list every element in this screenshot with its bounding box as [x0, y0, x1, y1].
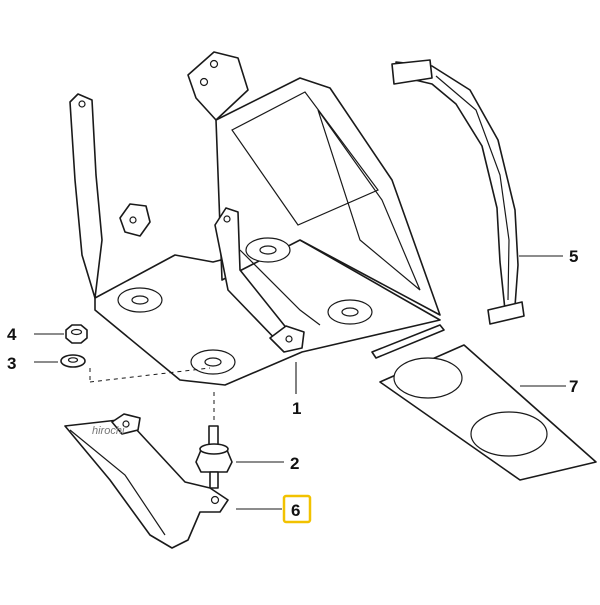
- rubber-mount: [195, 425, 233, 489]
- rubber-mat: [379, 344, 597, 481]
- callout-6[interactable]: 6: [291, 501, 300, 520]
- nut: [65, 324, 88, 344]
- callout-1[interactable]: 1: [292, 399, 301, 418]
- callout-5[interactable]: 5: [569, 247, 578, 266]
- callout-6-highlight-box: [282, 494, 312, 524]
- leader-lines: [34, 255, 566, 510]
- battery-strap: [391, 59, 525, 325]
- callout-3[interactable]: 3: [7, 354, 16, 373]
- battery-tray: [69, 51, 445, 386]
- callout-4[interactable]: 4: [7, 325, 17, 344]
- callout-2[interactable]: 2: [290, 454, 299, 473]
- watermark: hirochi: [92, 425, 125, 437]
- callout-7[interactable]: 7: [569, 377, 578, 396]
- washer: [60, 354, 86, 368]
- bracket: [64, 413, 229, 549]
